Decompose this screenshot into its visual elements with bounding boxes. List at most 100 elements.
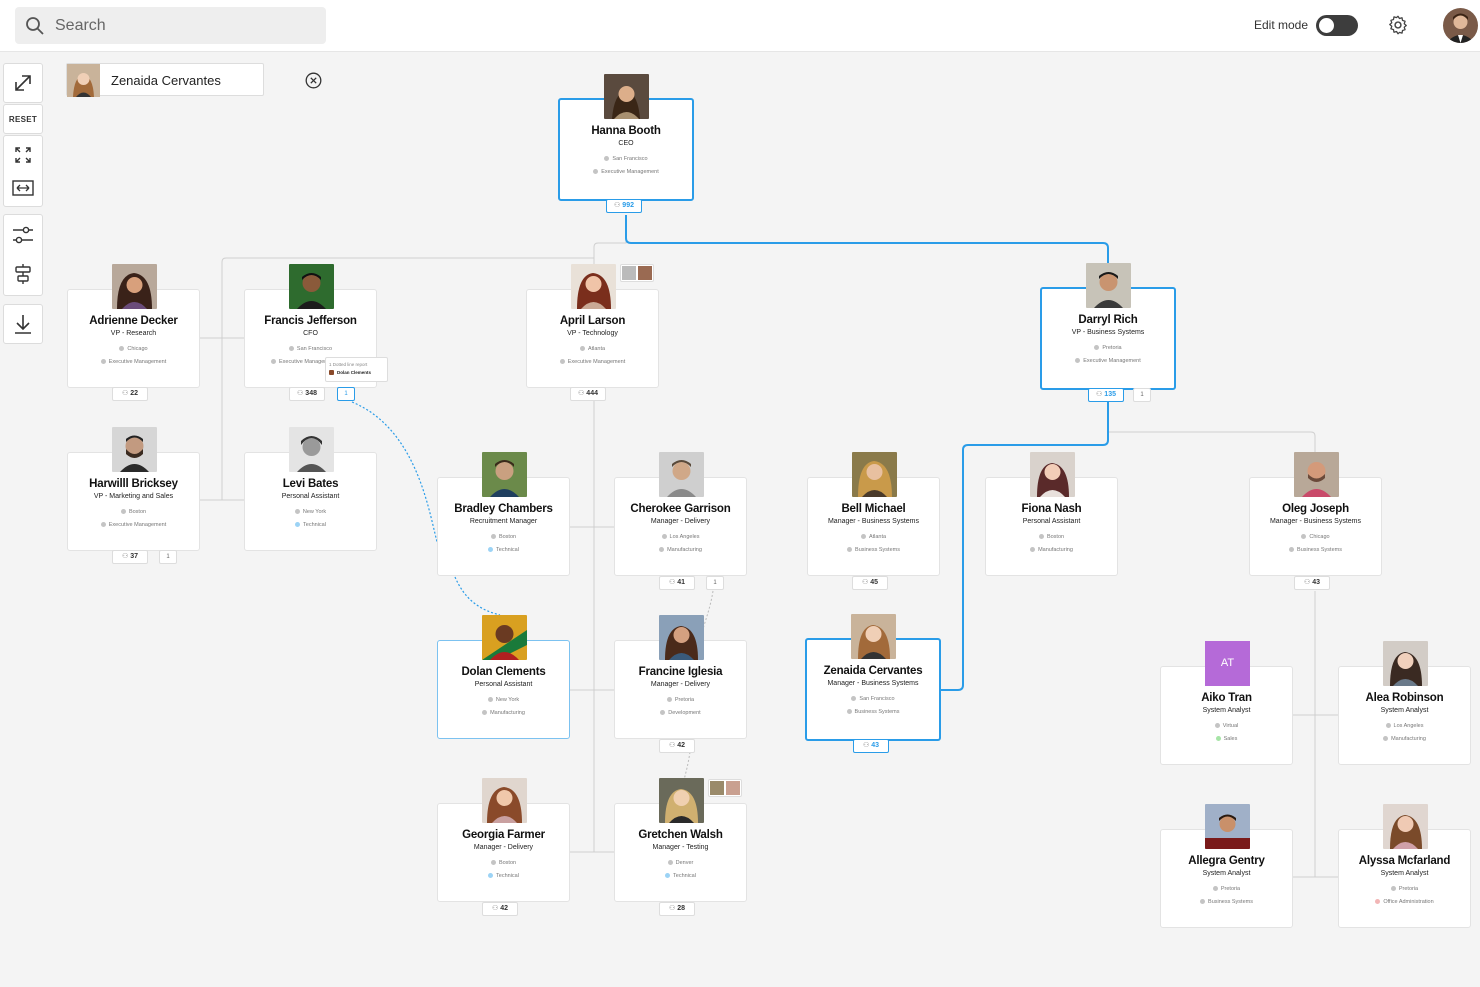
assistant-avatars[interactable] [708, 779, 742, 797]
employee-department: Business Systems [1250, 547, 1381, 553]
card-levi-bates[interactable]: Levi Bates Personal Assistant New York T… [244, 427, 377, 551]
card-darryl-rich[interactable]: Darryl Rich VP - Business Systems Pretor… [1040, 263, 1176, 390]
sliders-icon[interactable] [12, 225, 34, 245]
location-icon [604, 156, 610, 162]
card-bell-michael[interactable]: Bell Michael Manager - Business Systems … [807, 452, 940, 576]
avatar [482, 615, 527, 660]
avatar [112, 264, 157, 309]
card-harwilll-bricksey[interactable]: Harwilll Bricksey VP - Marketing and Sal… [67, 427, 200, 551]
reports-count-badge[interactable]: ⚇45 [852, 576, 888, 590]
card-cherokee-garrison[interactable]: Cherokee Garrison Manager - Delivery Los… [614, 452, 747, 576]
avatar [1294, 452, 1339, 497]
reports-count-badge[interactable]: ⚇135 [1088, 388, 1124, 402]
gear-icon[interactable] [1387, 14, 1409, 36]
avatar [482, 452, 527, 497]
employee-location: Pretoria [615, 697, 746, 703]
reports-count-badge[interactable]: ⚇43 [1294, 576, 1330, 590]
location-icon [661, 534, 667, 540]
dotted-line-count-badge[interactable]: 1 [337, 387, 355, 401]
employee-title: System Analyst [1380, 870, 1429, 877]
location-icon [667, 860, 673, 866]
dotted-line-count-badge[interactable]: 1 [706, 576, 724, 590]
employee-location: Boston [986, 534, 1117, 540]
avatar [852, 452, 897, 497]
reports-count-badge[interactable]: ⚇41 [659, 576, 695, 590]
avatar [659, 615, 704, 660]
card-alyssa-mcfarland[interactable]: Alyssa Mcfarland System Analyst Pretoria… [1338, 804, 1471, 928]
employee-title: Personal Assistant [474, 681, 533, 688]
edit-mode-toggle[interactable] [1316, 15, 1358, 36]
department-icon [295, 522, 301, 528]
location-icon [120, 509, 126, 515]
reports-count-badge[interactable]: ⚇22 [112, 387, 148, 401]
reports-count-badge[interactable]: ⚇42 [482, 902, 518, 916]
card-francine-iglesia[interactable]: Francine Iglesia Manager - Delivery Pret… [614, 615, 747, 739]
employee-title: Manager - Delivery [650, 681, 711, 688]
reports-count-badge[interactable]: ⚇37 [112, 550, 148, 564]
employee-name: Darryl Rich [1078, 314, 1138, 326]
avatar [1205, 804, 1250, 849]
employee-title: System Analyst [1202, 870, 1251, 877]
employee-name: Dolan Clements [461, 666, 546, 678]
card-georgia-farmer[interactable]: Georgia Farmer Manager - Delivery Boston… [437, 778, 570, 902]
reports-count-badge[interactable]: ⚇444 [570, 387, 606, 401]
card-fiona-nash[interactable]: Fiona Nash Personal Assistant Boston Man… [985, 452, 1118, 576]
employee-department: Manufacturing [1339, 736, 1470, 742]
department-icon [1383, 736, 1389, 742]
employee-location: Chicago [68, 346, 199, 352]
employee-department: Manufacturing [986, 547, 1117, 553]
align-center-icon[interactable] [14, 263, 32, 285]
download-button[interactable] [3, 304, 43, 344]
reports-count-badge[interactable]: ⚇42 [659, 739, 695, 753]
department-icon [488, 873, 494, 879]
location-icon [288, 346, 294, 352]
selected-employee-chip[interactable]: Zenaida Cervantes [66, 63, 322, 97]
card-adrienne-decker[interactable]: Adrienne Decker VP - Research Chicago Ex… [67, 264, 200, 388]
assistant-avatar [726, 781, 740, 795]
expand-button[interactable] [3, 63, 43, 103]
card-zenaida-cervantes[interactable]: Zenaida Cervantes Manager - Business Sys… [805, 614, 941, 741]
reports-count-badge[interactable]: ⚇348 [289, 387, 325, 401]
employee-location: Virtual [1161, 723, 1292, 729]
card-oleg-joseph[interactable]: Oleg Joseph Manager - Business Systems C… [1249, 452, 1382, 576]
employee-title: Manager - Testing [652, 844, 709, 851]
card-april-larson[interactable]: April Larson VP - Technology Atlanta Exe… [526, 264, 659, 388]
search-input[interactable] [55, 13, 315, 39]
location-icon [860, 534, 866, 540]
department-icon [593, 169, 599, 175]
reports-count-badge[interactable]: ⚇28 [659, 902, 695, 916]
card-bradley-chambers[interactable]: Bradley Chambers Recruitment Manager Bos… [437, 452, 570, 576]
search-box[interactable] [15, 7, 326, 44]
employee-title: Personal Assistant [281, 493, 340, 500]
department-icon [1030, 547, 1036, 553]
avatar [571, 264, 616, 309]
card-hanna-booth[interactable]: Hanna Booth CEO San Francisco Executive … [558, 74, 694, 201]
card-gretchen-walsh[interactable]: Gretchen Walsh Manager - Testing Denver … [614, 778, 747, 902]
people-icon: ⚇ [614, 202, 621, 209]
user-avatar[interactable] [1443, 8, 1478, 43]
reset-button[interactable]: RESET [3, 104, 43, 134]
avatar [1086, 263, 1131, 308]
top-bar: Edit mode [0, 0, 1480, 52]
location-icon [487, 697, 493, 703]
card-aiko-tran[interactable]: AT Aiko Tran System Analyst Virtual Sale… [1160, 641, 1293, 765]
reports-count-badge[interactable]: ⚇992 [606, 199, 642, 213]
dotted-line-count-badge[interactable]: 1 [1133, 388, 1151, 402]
card-alea-robinson[interactable]: Alea Robinson System Analyst Los Angeles… [1338, 641, 1471, 765]
employee-name: Francine Iglesia [638, 666, 723, 678]
card-allegra-gentry[interactable]: Allegra Gentry System Analyst Pretoria B… [1160, 804, 1293, 928]
close-icon[interactable] [305, 72, 322, 89]
employee-title: CFO [303, 330, 318, 337]
location-icon [851, 696, 857, 702]
department-icon [659, 547, 665, 553]
reports-count-badge[interactable]: ⚇43 [853, 739, 889, 753]
card-dolan-clements[interactable]: Dolan Clements Personal Assistant New Yo… [437, 615, 570, 739]
fit-screen-icon[interactable] [13, 145, 33, 165]
fit-width-icon[interactable] [12, 179, 34, 197]
assistant-avatars[interactable] [620, 264, 654, 282]
employee-name: Harwilll Bricksey [89, 478, 178, 490]
location-icon [1214, 723, 1220, 729]
employee-title: VP - Research [110, 330, 157, 337]
dotted-line-count-badge[interactable]: 1 [159, 550, 177, 564]
